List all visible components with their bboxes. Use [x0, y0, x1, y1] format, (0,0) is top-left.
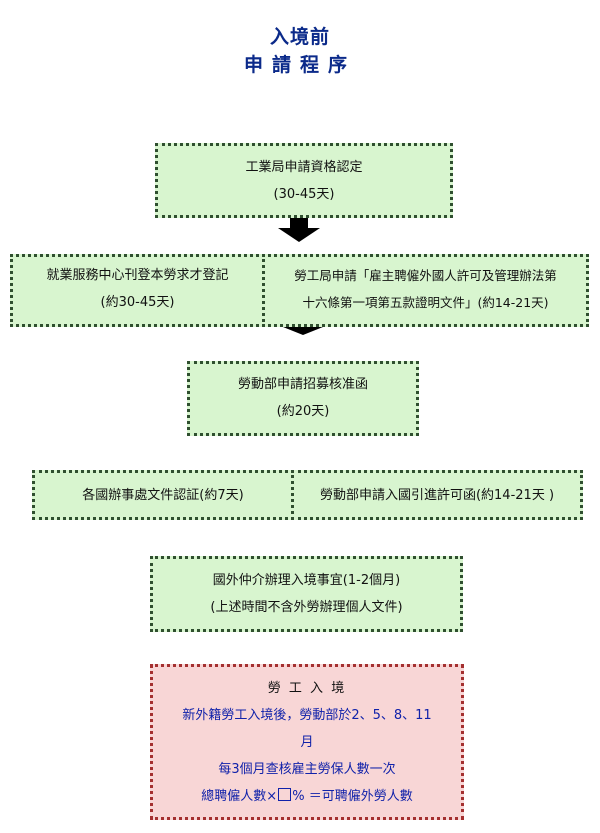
- blank-square-icon: [278, 788, 292, 801]
- consulate-certification-box: 各國辦事處文件認証(約7天): [32, 470, 294, 520]
- worker-entry-line2: 月: [300, 735, 314, 750]
- arrowhead-icon: [278, 228, 320, 242]
- employment-center-duration: (約30-45天): [100, 295, 175, 310]
- worker-entry-formula-a: 總聘僱人數×: [201, 789, 278, 804]
- agency-processing-box: 國外仲介辦理入境事宜(1-2個月) (上述時間不含外勞辦理個人文件): [150, 556, 463, 632]
- worker-entry-formula: 總聘僱人數× % ＝可聘僱外勞人數: [153, 783, 461, 810]
- worker-entry-heading: 勞 工 入 境: [267, 681, 347, 696]
- recruitment-approval-duration: (約20天): [276, 404, 330, 419]
- worker-entry-formula-b: % ＝可聘僱外勞人數: [292, 789, 413, 804]
- worker-entry-line1: 新外籍勞工入境後，勞動部於2、5、8、11: [182, 708, 432, 723]
- agency-processing-note: (上述時間不含外勞辦理個人文件): [210, 600, 403, 615]
- consulate-certification-label: 各國辦事處文件認証(約7天): [82, 488, 244, 503]
- industry-bureau-box: 工業局申請資格認定 (30-45天): [155, 143, 453, 218]
- entry-permit-box: 勞動部申請入國引進許可函(約14-21天 ): [291, 470, 583, 520]
- title-line1: 入境前: [269, 26, 330, 48]
- worker-entry-box: 勞 工 入 境 新外籍勞工入境後，勞動部於2、5、8、11 月 每3個月查核雇主…: [150, 664, 464, 820]
- employment-center-label: 就業服務中心刊登本勞求才登記: [46, 268, 229, 283]
- labor-bureau-label: 勞工局申請「雇主聘僱外國人許可及管理辦法第: [294, 268, 557, 283]
- industry-bureau-label: 工業局申請資格認定: [245, 160, 363, 175]
- worker-entry-line3: 每3個月查核雇主勞保人數一次: [218, 762, 396, 777]
- labor-bureau-duration: 十六條第一項第五款證明文件」(約14-21天): [302, 295, 549, 310]
- arrowhead-icon: [283, 327, 323, 335]
- recruitment-approval-box: 勞動部申請招募核准函 (約20天): [187, 361, 419, 436]
- industry-bureau-duration: (30-45天): [273, 187, 335, 202]
- title-line2: 申請程序: [243, 54, 356, 76]
- agency-processing-label: 國外仲介辦理入境事宜(1-2個月): [212, 573, 401, 588]
- arrow-down-icon: [290, 218, 308, 228]
- labor-bureau-box: 勞工局申請「雇主聘僱外國人許可及管理辦法第 十六條第一項第五款證明文件」(約14…: [262, 254, 589, 327]
- entry-permit-label: 勞動部申請入國引進許可函(約14-21天 ): [319, 488, 555, 503]
- recruitment-approval-label: 勞動部申請招募核准函: [237, 377, 368, 392]
- employment-center-box: 就業服務中心刊登本勞求才登記 (約30-45天): [10, 254, 265, 327]
